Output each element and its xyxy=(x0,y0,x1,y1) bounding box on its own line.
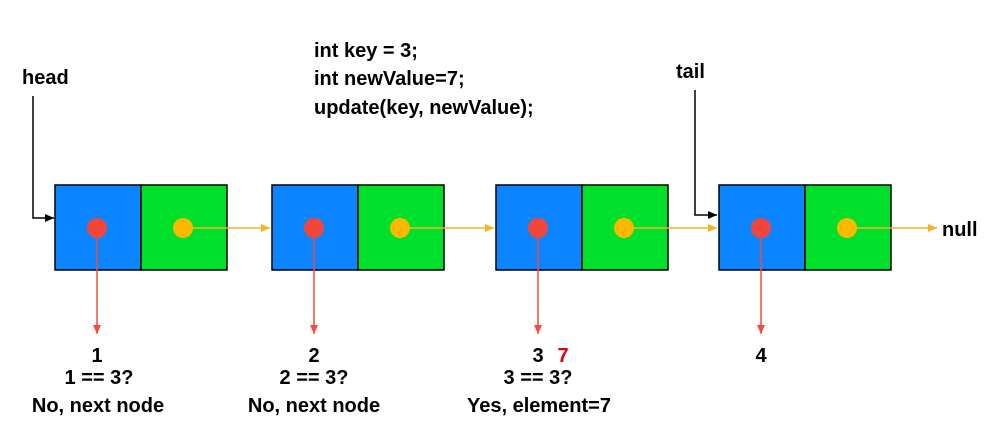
list-node-3: 3 7 3 == 3? Yes, element=7 xyxy=(467,184,717,417)
node-3-data-dot xyxy=(528,218,548,238)
node-3-check: 3 == 3? xyxy=(504,367,573,389)
node-4-next-dot xyxy=(837,218,857,238)
code-line-2: int newValue=7; xyxy=(314,68,465,90)
tail-label: tail xyxy=(676,61,705,83)
node-1-value: 1 xyxy=(91,345,102,367)
node-3-result: Yes, element=7 xyxy=(467,395,611,417)
null-label: null xyxy=(942,219,978,241)
node-4-value: 4 xyxy=(755,345,767,367)
code-line-3: update(key, newValue); xyxy=(314,97,534,119)
head-pointer-arrow xyxy=(32,96,54,222)
node-2-result: No, next node xyxy=(248,395,380,417)
node-1-check: 1 == 3? xyxy=(65,367,134,389)
node-1-next-dot xyxy=(173,218,193,238)
list-node-2: 2 2 == 3? No, next node xyxy=(248,184,494,417)
code-line-1: int key = 3; xyxy=(314,40,418,62)
list-node-4: 4 xyxy=(718,184,937,367)
list-node-1: 1 1 == 3? No, next node xyxy=(32,184,270,417)
node-1-data-dot xyxy=(87,218,107,238)
node-4-data-dot xyxy=(751,218,771,238)
tail-pointer-arrow xyxy=(694,90,717,219)
node-3-value: 3 xyxy=(532,345,543,367)
node-2-value: 2 xyxy=(308,345,319,367)
head-label: head xyxy=(22,67,69,89)
node-2-data-dot xyxy=(304,218,324,238)
node-3-new-value: 7 xyxy=(557,345,568,367)
node-2-next-dot xyxy=(390,218,410,238)
node-1-result: No, next node xyxy=(32,395,164,417)
node-3-next-dot xyxy=(614,218,634,238)
node-2-check: 2 == 3? xyxy=(280,367,349,389)
